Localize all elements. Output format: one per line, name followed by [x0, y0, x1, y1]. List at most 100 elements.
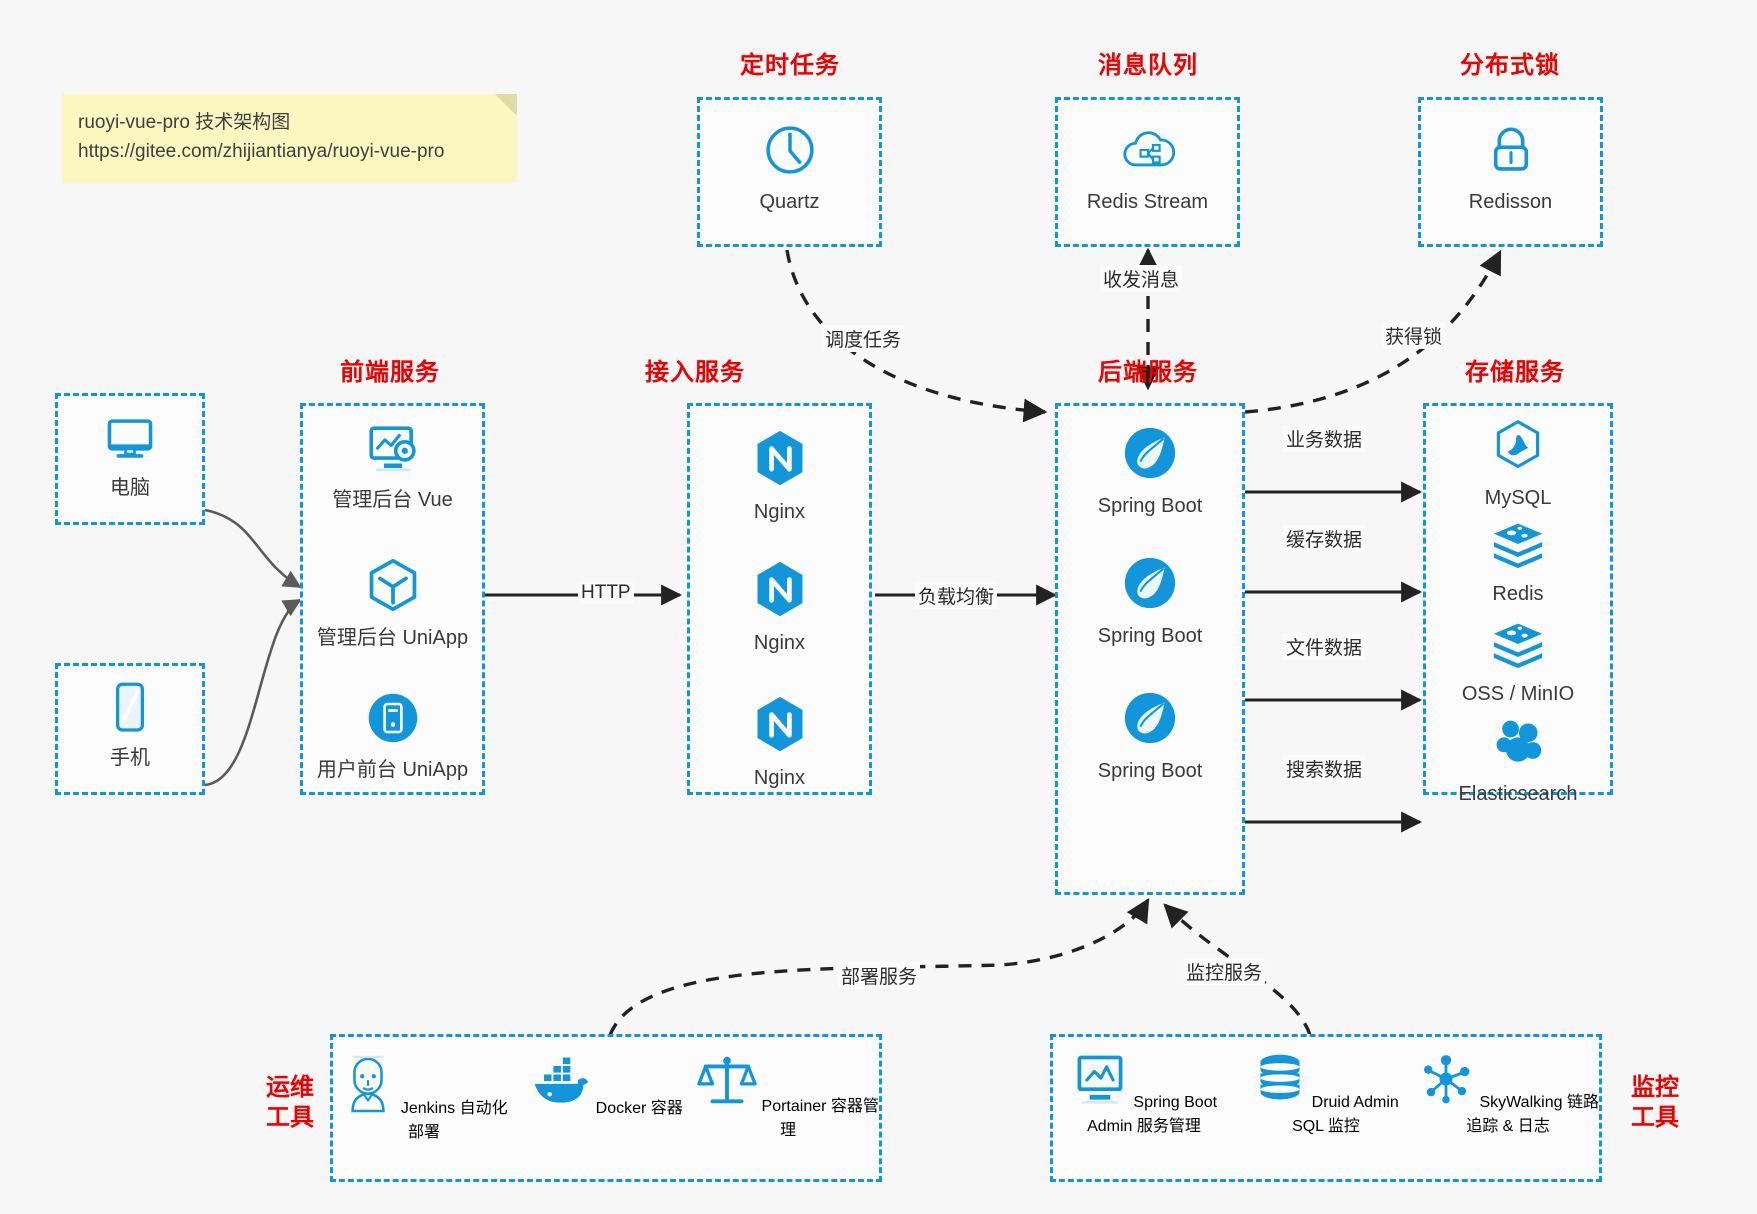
group-box-client-desktop: 电脑	[55, 393, 205, 525]
group-box-storage: MySQL Redis	[1423, 403, 1613, 805]
node-label: 电脑	[110, 477, 150, 499]
group-box-distributed-lock: Redisson	[1418, 97, 1603, 247]
oss-icon	[1426, 618, 1610, 675]
group-title-monitor-line2: 工具	[1631, 1104, 1679, 1131]
node-label: Spring Boot	[1097, 495, 1203, 517]
edge-label-send-receive-message: 收发消息	[1100, 265, 1183, 292]
node-label: Druid Admin	[1311, 1094, 1399, 1111]
edge-label-deploy-service: 部署服务	[838, 962, 921, 989]
node-nginx-1[interactable]: Nginx	[690, 428, 869, 525]
node-nginx-3[interactable]: Nginx	[690, 694, 869, 791]
spring-icon	[1058, 554, 1242, 617]
node-spring-boot-1[interactable]: Spring Boot	[1058, 424, 1242, 519]
node-druid-admin[interactable]: Druid Admin SQL 监控	[1235, 1051, 1417, 1136]
node-sublabel: SQL 监控	[1292, 1118, 1360, 1135]
node-oss-minio[interactable]: OSS / MinIO	[1426, 618, 1610, 707]
node-spring-boot-admin[interactable]: Spring Boot Admin 服务管理	[1053, 1051, 1235, 1136]
group-box-message-queue: Redis Stream	[1055, 97, 1240, 247]
clock-icon	[700, 122, 879, 183]
node-mobile[interactable]: 手机	[58, 680, 202, 771]
node-label: 管理后台 UniApp	[316, 627, 469, 649]
node-user-uniapp[interactable]: 用户前台 UniApp	[303, 690, 482, 783]
node-label: Spring Boot	[1097, 625, 1203, 647]
monitor-chart-icon	[1071, 1055, 1133, 1111]
node-sublabel: 服务管理	[1136, 1118, 1201, 1135]
app-icon	[303, 690, 482, 751]
dashboard-settings-icon	[303, 422, 482, 481]
group-title-scheduled-task: 定时任务	[740, 52, 840, 79]
node-label: Nginx	[753, 501, 806, 523]
node-portainer[interactable]: Portainer 容器管理	[697, 1051, 879, 1142]
node-label: Redis	[1492, 583, 1544, 605]
node-label: Spring Boot Admin	[1087, 1094, 1218, 1135]
node-label: 手机	[110, 747, 150, 769]
node-label: 管理后台 Vue	[332, 489, 453, 511]
group-box-gateway: Nginx Nginx Nginx	[687, 403, 872, 795]
edge-client-to-frontend	[204, 508, 302, 787]
group-title-monitor-line1: 监控	[1631, 1074, 1679, 1101]
spring-icon	[1058, 424, 1242, 487]
node-admin-uniapp[interactable]: 管理后台 UniApp	[303, 556, 482, 651]
group-title-devops: 运维 工具	[255, 1073, 325, 1133]
scales-icon	[697, 1056, 761, 1115]
node-jenkins[interactable]: Jenkins 自动化部署	[333, 1051, 515, 1142]
edge-label-cache-data: 缓存数据	[1283, 525, 1366, 552]
edge-label-monitor-service: 监控服务	[1183, 958, 1266, 985]
node-sublabel: 链路追踪 & 日志	[1466, 1094, 1599, 1135]
edge-label-search-data: 搜索数据	[1283, 755, 1366, 782]
group-title-devops-line1: 运维	[266, 1074, 314, 1101]
note-line-1: ruoyi-vue-pro 技术架构图	[78, 112, 291, 133]
node-quartz[interactable]: Quartz	[700, 122, 879, 215]
node-label: Nginx	[753, 767, 806, 789]
jenkins-icon	[340, 1055, 400, 1117]
node-redis-stream[interactable]: Redis Stream	[1058, 122, 1237, 215]
node-redisson[interactable]: Redisson	[1421, 122, 1600, 215]
group-title-backend: 后端服务	[1098, 359, 1198, 386]
node-label: Redisson	[1468, 191, 1553, 213]
node-label: MySQL	[1484, 487, 1552, 509]
edge-label-acquire-lock: 获得锁	[1382, 322, 1446, 349]
node-redis[interactable]: Redis	[1426, 518, 1610, 607]
node-label: OSS / MinIO	[1461, 683, 1575, 705]
group-box-backend: Spring Boot Spring Boot	[1055, 403, 1245, 895]
elasticsearch-icon	[1426, 716, 1610, 775]
node-mysql[interactable]: MySQL	[1426, 418, 1610, 511]
node-nginx-2[interactable]: Nginx	[690, 559, 869, 656]
node-admin-vue[interactable]: 管理后台 Vue	[303, 422, 482, 513]
nginx-icon	[690, 428, 869, 493]
note-fold-corner	[495, 94, 517, 116]
group-box-monitor: Spring Boot Admin 服务管理	[1050, 1034, 1602, 1182]
lock-icon	[1421, 122, 1600, 183]
group-title-distributed-lock: 分布式锁	[1460, 52, 1560, 79]
node-label: SkyWalking	[1479, 1094, 1563, 1111]
node-sublabel: 自动化部署	[407, 1100, 508, 1141]
node-desktop[interactable]: 电脑	[58, 414, 202, 501]
mobile-phone-icon	[58, 680, 202, 743]
node-skywalking[interactable]: SkyWalking 链路追踪 & 日志	[1417, 1051, 1599, 1136]
edge-label-schedule-task: 调度任务	[822, 325, 905, 352]
group-title-monitor: 监控 工具	[1620, 1073, 1690, 1133]
docker-icon	[529, 1057, 595, 1117]
edge-label-load-balance: 负载均衡	[915, 582, 998, 609]
group-box-scheduled-task: Quartz	[697, 97, 882, 247]
cloud-stream-icon	[1058, 122, 1237, 183]
nginx-icon	[690, 559, 869, 624]
edge-label-http: HTTP	[578, 582, 634, 604]
database-icon	[1253, 1054, 1311, 1111]
edge-label-file-data: 文件数据	[1283, 633, 1366, 660]
skywalking-icon	[1417, 1055, 1479, 1111]
node-docker[interactable]: Docker 容器	[515, 1051, 697, 1142]
group-title-message-queue: 消息队列	[1098, 52, 1198, 79]
cube-icon	[303, 556, 482, 619]
note-line-2: https://gitee.com/zhijiantianya/ruoyi-vu…	[78, 141, 445, 163]
node-elasticsearch[interactable]: Elasticsearch	[1426, 716, 1610, 807]
group-box-frontend: 管理后台 Vue 管理后台 UniApp	[300, 403, 485, 795]
spring-icon	[1058, 689, 1242, 752]
group-title-frontend: 前端服务	[340, 359, 440, 386]
node-spring-boot-2[interactable]: Spring Boot	[1058, 554, 1242, 649]
group-box-client-mobile: 手机	[55, 663, 205, 795]
node-label: Quartz	[759, 191, 820, 213]
node-sublabel: 容器	[650, 1100, 683, 1117]
node-spring-boot-3[interactable]: Spring Boot	[1058, 689, 1242, 784]
